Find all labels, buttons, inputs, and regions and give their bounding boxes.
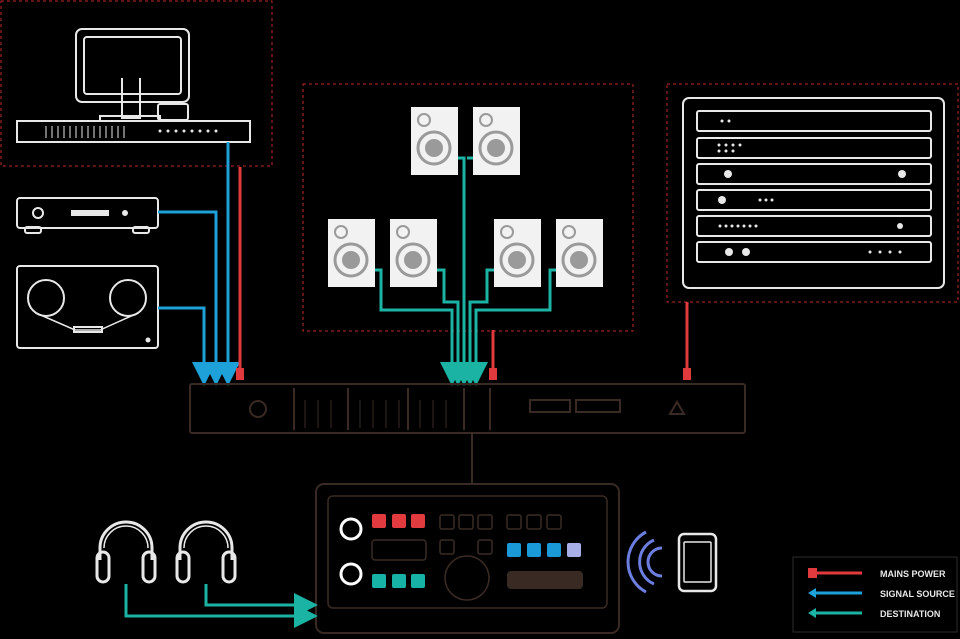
destination-headphone-cables xyxy=(124,584,318,628)
headphones-icon xyxy=(95,520,237,584)
monitor-controller-interface-icon xyxy=(189,383,746,484)
outboard-rack-icon xyxy=(682,97,945,289)
headphones-right xyxy=(175,520,237,584)
legend-mains-power: MAINS POWER xyxy=(808,568,946,579)
legend-signal-source-label: SIGNAL SOURCE xyxy=(880,589,955,599)
wireless-waves-icon xyxy=(626,530,663,594)
speaker-mid-left-2 xyxy=(390,219,437,287)
rack-patchbay-icon xyxy=(16,120,251,143)
speaker-top-right xyxy=(473,107,520,175)
zone-computer xyxy=(0,0,273,167)
speaker-mid-left-1 xyxy=(328,219,375,287)
legend-signal-source: SIGNAL SOURCE xyxy=(808,588,955,599)
smartphone-icon xyxy=(677,532,718,593)
desktop-controller-icon xyxy=(315,483,620,634)
cd-player-icon xyxy=(16,197,159,234)
legend-mains-power-label: MAINS POWER xyxy=(880,569,946,579)
headphones-left xyxy=(95,520,157,584)
desktop-monitor-icon xyxy=(75,28,190,123)
legend-destination: DESTINATION xyxy=(808,608,940,619)
speaker-mid-right-1 xyxy=(494,219,541,287)
zone-speakers xyxy=(302,83,634,332)
speaker-top-left xyxy=(411,107,458,175)
destination-speaker-cables xyxy=(375,156,556,386)
legend: MAINS POWER SIGNAL SOURCE DESTINATION xyxy=(792,556,958,633)
signal-source-cables xyxy=(158,142,240,386)
mains-power-cables xyxy=(236,167,691,380)
zone-rack xyxy=(666,83,959,303)
reel-to-reel-icon xyxy=(16,265,159,349)
speaker-mid-right-2 xyxy=(556,219,603,287)
studio-monitor-speaker-icon xyxy=(328,107,603,287)
legend-destination-label: DESTINATION xyxy=(880,609,940,619)
